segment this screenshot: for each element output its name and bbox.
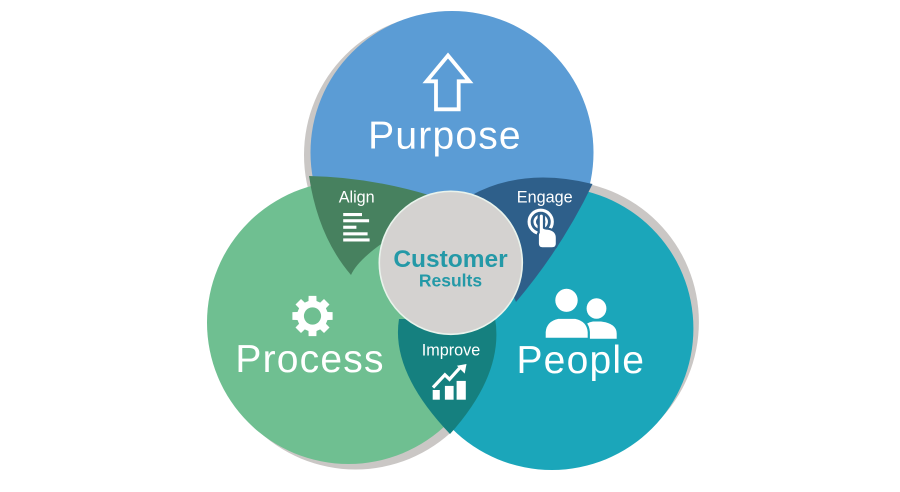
svg-text:Improve: Improve — [422, 342, 480, 360]
svg-text:People: People — [516, 339, 645, 382]
svg-text:Align: Align — [339, 188, 375, 206]
svg-text:Customer: Customer — [393, 246, 508, 273]
svg-text:Results: Results — [419, 271, 482, 291]
svg-text:Engage: Engage — [517, 188, 573, 206]
svg-text:Purpose: Purpose — [368, 115, 522, 158]
svg-text:Process: Process — [235, 338, 384, 381]
